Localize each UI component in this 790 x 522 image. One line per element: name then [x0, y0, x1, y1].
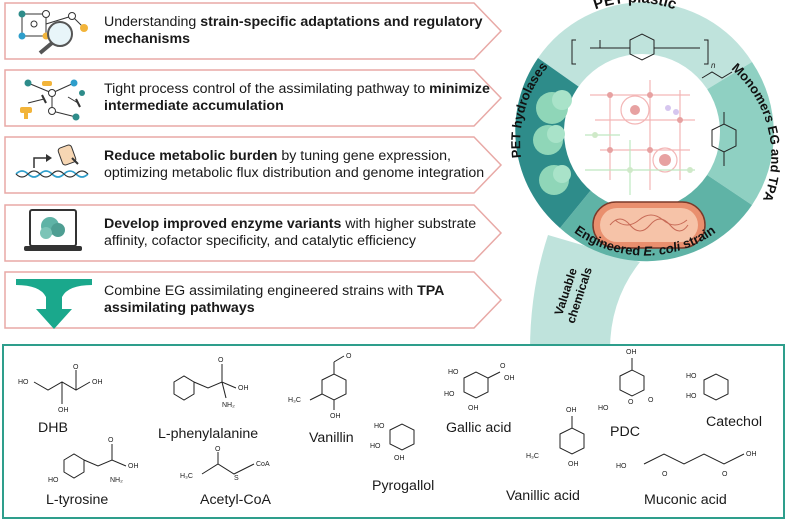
- pathway-inhibition-icon: [12, 73, 96, 123]
- svg-text:HO: HO: [444, 391, 455, 398]
- pet-polymer-structure: [571, 33, 709, 65]
- svg-text:H₃C: H₃C: [288, 397, 301, 404]
- svg-text:HO: HO: [374, 423, 385, 430]
- svg-text:HO: HO: [448, 369, 459, 376]
- svg-text:HO: HO: [616, 463, 627, 470]
- svg-text:H₃C: H₃C: [526, 453, 539, 460]
- label-vanillin: Vanillin: [309, 430, 354, 446]
- ecoli-cell: [592, 201, 706, 249]
- step-text: Develop improved enzyme variants with hi…: [104, 216, 477, 249]
- svg-text:H₃C: H₃C: [180, 473, 193, 480]
- arrow-shape: [4, 136, 503, 194]
- svg-text:HO: HO: [18, 379, 29, 386]
- svg-text:OH: OH: [128, 463, 139, 470]
- svg-text:O: O: [215, 446, 221, 453]
- step-text: Tight process control of the assimilatin…: [104, 81, 490, 114]
- svg-text:OH: OH: [626, 349, 637, 356]
- vanillic-acid-structure: OH OH H₃C: [526, 407, 585, 468]
- pet-cycle-wheel: n PET plastic PET hydrolases Monomers EG…: [490, 0, 790, 350]
- svg-text:O: O: [500, 363, 506, 370]
- svg-text:O: O: [108, 437, 114, 444]
- laptop-enzyme-icon: [12, 208, 96, 258]
- catechol-structure: HO HO: [686, 373, 729, 401]
- wheel-stem: [530, 235, 640, 350]
- svg-text:NH₂: NH₂: [110, 477, 123, 484]
- svg-text:O: O: [218, 357, 224, 364]
- label-l-tyrosine: L-tyrosine: [46, 492, 109, 508]
- svg-text:O: O: [662, 471, 668, 478]
- hydrolase-enzymes: [533, 90, 572, 195]
- svg-text:OH: OH: [58, 407, 69, 414]
- step-4: Develop improved enzyme variants with hi…: [4, 204, 503, 262]
- gallic-acid-structure: HO HO OH O OH: [444, 363, 515, 412]
- svg-text:O: O: [628, 399, 634, 406]
- network-magnifier-icon: [12, 6, 96, 56]
- svg-text:OH: OH: [330, 413, 341, 420]
- svg-text:n: n: [711, 61, 716, 70]
- label-pdc: PDC: [610, 424, 640, 440]
- arrow-shape: [4, 2, 503, 60]
- l-phenylalanine-structure: O OH NH₂: [173, 357, 249, 409]
- svg-text:HO: HO: [598, 405, 609, 412]
- svg-text:O: O: [73, 364, 79, 371]
- arrow-shape: [4, 69, 503, 127]
- pdc-structure: OH O HO O: [598, 349, 654, 412]
- step-text: Understanding strain-specific adaptation…: [104, 14, 483, 47]
- svg-text:OH: OH: [746, 451, 757, 458]
- label-dhb: DHB: [38, 420, 68, 436]
- arrow-shape: [4, 271, 503, 329]
- step-text: Reduce metabolic burden by tuning gene e…: [104, 148, 485, 181]
- step-5: Combine EG assimilating engineered strai…: [4, 271, 503, 329]
- svg-text:HO: HO: [370, 443, 381, 450]
- svg-text:O: O: [648, 397, 654, 404]
- monomer-structures: [701, 71, 737, 166]
- acetyl-coa-structure: H₃C O S CoA: [180, 446, 270, 482]
- vanillin-structure: O OH H₃C: [288, 353, 352, 420]
- label-gallic-acid: Gallic acid: [446, 420, 512, 436]
- muconic-acid-structure: HO OH O O: [616, 451, 757, 478]
- dhb-structure: HO OH OH O: [18, 364, 103, 414]
- svg-text:NH₂: NH₂: [222, 402, 235, 409]
- metabolic-network: [564, 54, 720, 210]
- gene-editing-icon: [12, 140, 96, 190]
- svg-text:OH: OH: [92, 379, 103, 386]
- step-2: Tight process control of the assimilatin…: [4, 69, 503, 127]
- svg-text:CoA: CoA: [256, 461, 270, 468]
- step-3: Reduce metabolic burden by tuning gene e…: [4, 136, 503, 194]
- svg-text:OH: OH: [468, 405, 479, 412]
- arrow-shape: [4, 204, 503, 262]
- svg-text:HO: HO: [686, 393, 697, 400]
- svg-text:OH: OH: [238, 385, 249, 392]
- svg-text:S: S: [234, 475, 239, 482]
- svg-text:HO: HO: [48, 477, 59, 484]
- label-acetyl-coa: Acetyl-CoA: [200, 492, 271, 508]
- merge-arrow-icon: [12, 275, 96, 329]
- label-l-phenylalanine: L-phenylalanine: [158, 426, 259, 442]
- svg-text:O: O: [722, 471, 728, 478]
- label-pyrogallol: Pyrogallol: [372, 478, 435, 494]
- step-1: Understanding strain-specific adaptation…: [4, 2, 503, 60]
- svg-text:OH: OH: [394, 455, 405, 462]
- svg-text:HO: HO: [686, 373, 697, 380]
- label-vanillic-acid: Vanillic acid: [506, 488, 580, 504]
- label-muconic-acid: Muconic acid: [644, 492, 727, 508]
- step-text: Combine EG assimilating engineered strai…: [104, 283, 444, 316]
- svg-text:O: O: [346, 353, 352, 360]
- pyrogallol-structure: HO HO OH: [370, 423, 415, 462]
- svg-text:OH: OH: [504, 375, 515, 382]
- svg-text:OH: OH: [566, 407, 577, 414]
- label-catechol: Catechol: [706, 414, 762, 430]
- l-tyrosine-structure: O OH HO NH₂: [48, 437, 139, 484]
- svg-text:OH: OH: [568, 461, 579, 468]
